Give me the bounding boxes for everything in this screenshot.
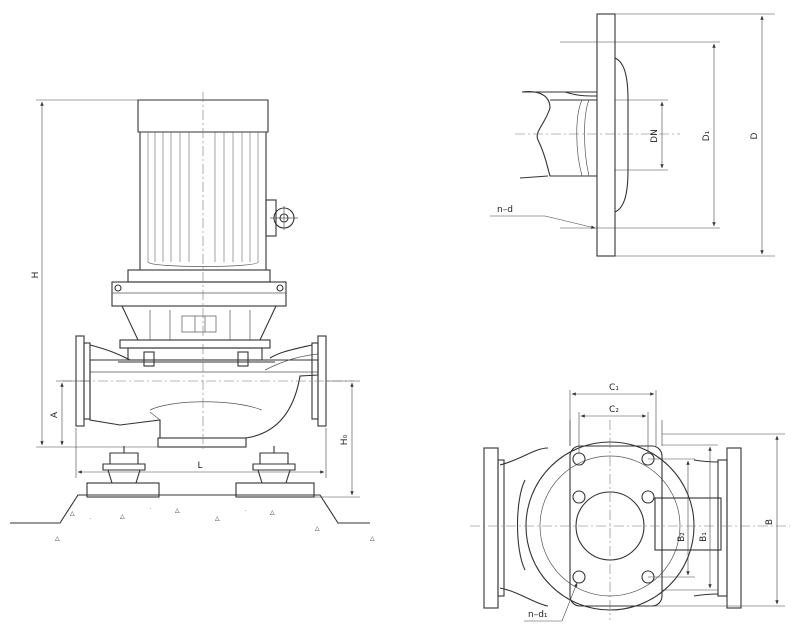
svg-text:△: △ [315, 525, 320, 532]
dimension-c2: C₂ [578, 405, 649, 453]
dimension-d: D [615, 13, 775, 257]
dimension-l: L [75, 428, 327, 478]
motor-flange [111, 269, 287, 307]
leader-n-d1: n–d₁ [524, 582, 578, 622]
top-suction-flange [483, 447, 505, 609]
leader-n-d: n–d [490, 205, 596, 229]
label-d1: D₁ [702, 130, 712, 141]
flange-plate [596, 13, 616, 257]
terminal-box [265, 199, 298, 237]
svg-text:△: △ [120, 513, 125, 520]
dimension-b2: B₂ [648, 458, 695, 578]
label-b1: B₁ [699, 532, 709, 542]
label-c2: C₂ [609, 405, 619, 415]
svg-text:△: △ [55, 535, 60, 542]
label-b: B [765, 519, 775, 525]
svg-text:·: · [150, 506, 152, 512]
label-c1: C₁ [609, 383, 619, 393]
svg-text:△: △ [215, 515, 220, 522]
label-d: D [750, 132, 760, 139]
pipe-section [519, 91, 598, 179]
label-l: L [197, 461, 202, 471]
dimension-a: A [50, 380, 90, 446]
top-discharge-flange [693, 447, 742, 609]
svg-text:△: △ [370, 535, 375, 542]
label-dn: DN [650, 129, 660, 143]
dimension-b: B [648, 433, 785, 607]
dimension-b1: B₁ [662, 444, 718, 591]
pump-casing [89, 353, 319, 439]
side-view: △ △ △ △ △ △ △ △ · · · [10, 92, 375, 542]
label-b2: B₂ [677, 532, 687, 542]
top-view: C₁ C₂ B B₁ B₂ [470, 383, 790, 622]
dimension-h0: H₀ [314, 380, 360, 498]
pump-cover [118, 339, 275, 367]
svg-text:△: △ [175, 507, 180, 514]
label-a: A [50, 411, 60, 418]
vibration-isolator-left [102, 446, 146, 484]
svg-text:△: △ [270, 509, 275, 516]
svg-text:·: · [245, 508, 247, 514]
base-plate [157, 437, 247, 448]
foundation-blocks [86, 482, 315, 498]
label-h: H [31, 272, 41, 279]
dimension-h: H [31, 99, 158, 448]
dimension-dn: DN [615, 99, 668, 171]
label-h0: H₀ [340, 434, 350, 445]
flange-detail-view: DN D₁ D n–d [490, 13, 775, 257]
vibration-isolator-right [252, 446, 296, 484]
ground-line: △ △ △ △ △ △ △ △ · · · [10, 494, 375, 542]
dimension-c1: C₁ [569, 383, 657, 446]
label-n-d1: n–d₁ [528, 610, 548, 620]
dimension-d1: D₁ [560, 41, 720, 229]
svg-text:·: · [90, 516, 92, 522]
label-n-d: n–d [497, 205, 513, 215]
svg-text:△: △ [70, 510, 75, 517]
pump-bracket [121, 305, 277, 341]
